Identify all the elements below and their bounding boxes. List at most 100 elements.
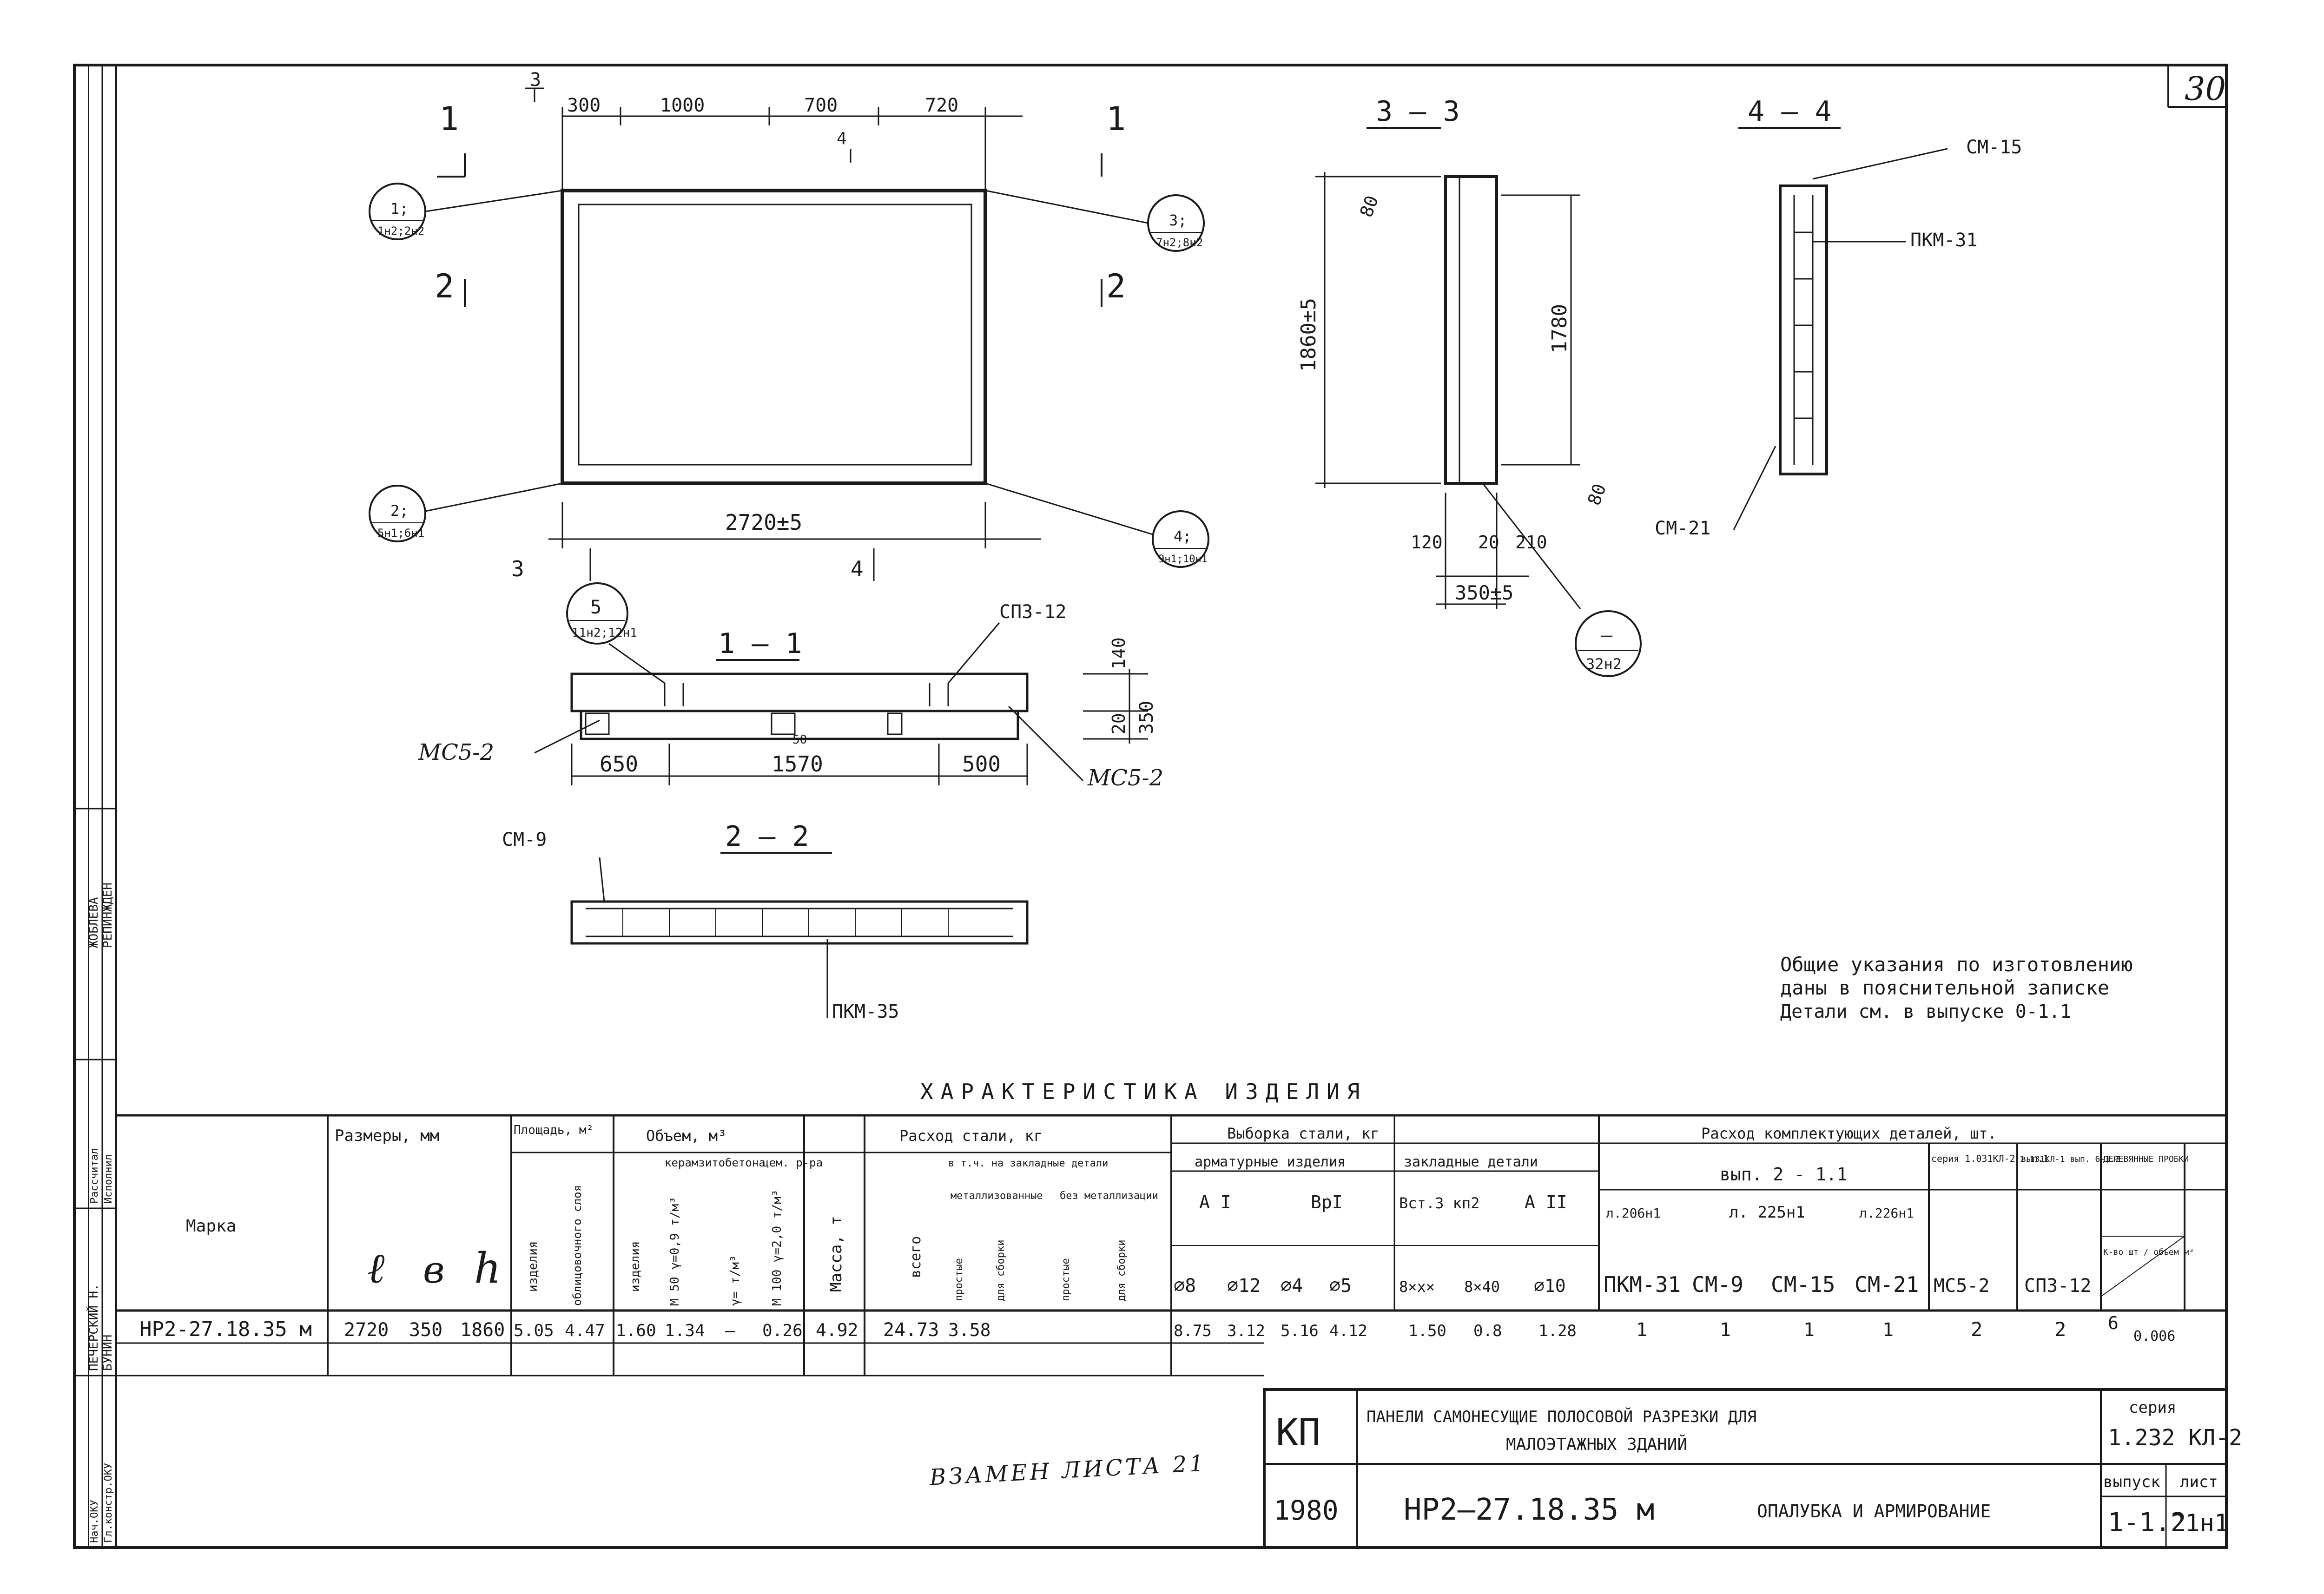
th-reinf: арматурные изделия <box>1195 1154 1346 1170</box>
th-cement: цем. р-ра <box>762 1156 823 1169</box>
row-part-pkm31: 1 <box>1636 1319 1647 1341</box>
th-grade-a1: А I <box>1199 1192 1231 1212</box>
row-vol-item: 1.60 <box>616 1321 656 1340</box>
section-3-3-width: 350±5 <box>1455 581 1513 604</box>
section-4-4-title: 4 — 4 <box>1748 95 1832 128</box>
th-diam-d12: ⌀12 <box>1227 1275 1261 1297</box>
row-part-mc52: 2 <box>1971 1318 1982 1341</box>
plan-view <box>369 87 1209 581</box>
section-1-1-dim-140: 140 <box>1109 637 1129 669</box>
th-b: в <box>423 1248 445 1291</box>
tb-subtitle: ОПАЛУБКА И АРМИРОВАНИЕ <box>1757 1501 1991 1522</box>
tb-kp: КП <box>1276 1411 1320 1454</box>
th-issue: вып. 2 - 1.1 <box>1720 1164 1848 1185</box>
side-stamp <box>74 808 116 1377</box>
row-emb3: 1.28 <box>1538 1322 1577 1340</box>
th-grade-bp1: ВрI <box>1311 1192 1343 1212</box>
title-block-grid <box>1263 1388 2228 1549</box>
section-3-3-bottom-dim: 80 <box>1584 481 1610 508</box>
characteristics-title: ХАРАКТЕРИСТИКА ИЗДЕЛИЯ <box>920 1079 1367 1104</box>
th-mark: Марка <box>186 1217 236 1236</box>
section-2-2-label-cm9: СМ-9 <box>502 829 547 850</box>
tb-year: 1980 <box>1274 1495 1339 1526</box>
th-diam-d4: ⌀4 <box>1281 1275 1303 1297</box>
th-steel-sub-4: для сборки <box>1116 1240 1128 1301</box>
th-area-item: изделия <box>526 1241 540 1292</box>
th-grade-vst: Вст.3 кп2 <box>1399 1194 1479 1212</box>
callout-3-text: 7н2;8н2 <box>1156 236 1203 249</box>
row-vol-cer: 1.34 <box>665 1321 705 1340</box>
th-l226: л.226н1 <box>1859 1205 1914 1221</box>
row-area-facing: 4.47 <box>565 1321 605 1340</box>
section-1-1-dim-50: 50 <box>792 733 807 747</box>
row-h: 1860 <box>460 1319 505 1341</box>
section-3-3-dim-20: 20 <box>1478 532 1499 553</box>
row-emb1: 1.50 <box>1408 1322 1446 1340</box>
row-part-spz12: 2 <box>2054 1318 2066 1341</box>
plan-mark-4-bottom: 4 <box>851 556 864 581</box>
section-2-2-label-pkm35: ПКМ-35 <box>832 1001 899 1022</box>
plan-mark-3-top: 3 <box>530 69 541 91</box>
section-mark-1-left: 1 <box>439 100 459 138</box>
row-area-item: 5.05 <box>514 1321 554 1340</box>
section-3-3-top-dim: 80 <box>1356 193 1382 220</box>
section-mark-2-right: 2 <box>1106 267 1126 305</box>
th-diam-d8: ⌀8 <box>1174 1275 1196 1297</box>
row-part-cm9: 1 <box>1720 1319 1731 1341</box>
th-diam-d5: ⌀5 <box>1329 1275 1352 1297</box>
stamp-name-1: ПЕЧЕРСКИЙ Н. <box>86 1284 101 1371</box>
section-1-1-dim-500: 500 <box>962 751 1001 777</box>
section-1-1-dim-650: 650 <box>600 751 638 777</box>
stamp-name-3: ЖОБЛЕВА <box>87 897 101 948</box>
th-ceramzite: керамзитобетона <box>665 1156 766 1169</box>
characteristics-table-grid <box>116 1114 2226 1377</box>
callout-2-text: 5н1;6н1 <box>377 527 424 540</box>
row-vol-cement: 0.26 <box>762 1321 803 1340</box>
th-steel: Расход стали, кг <box>899 1127 1043 1145</box>
sheet-frame <box>73 64 2228 1549</box>
th-part-pkm31: ПКМ-31 <box>1604 1272 1681 1297</box>
th-volume: Объем, м³ <box>646 1127 726 1145</box>
tb-mark: НР2—27.18.35 м <box>1404 1493 1654 1527</box>
row-plugs-vol: 0.006 <box>2133 1328 2175 1344</box>
section-3-3-callout-text: 32н2 <box>1586 655 1622 673</box>
th-plugs: ДЕРЕВЯННЫЕ ПРОБКИ <box>2103 1154 2189 1164</box>
tb-sheet-label: лист <box>2180 1473 2218 1491</box>
section-2-2-title: 2 — 2 <box>725 820 809 853</box>
th-l: ℓ <box>367 1244 385 1293</box>
th-steel-sel: Выборка стали, кг <box>1227 1125 1380 1142</box>
th-grade-a2: А II <box>1525 1192 1567 1212</box>
section-3-3-height: 1860±5 <box>1297 298 1320 372</box>
section-3-3-dim-210: 210 <box>1515 532 1547 553</box>
plan-dim-300: 300 <box>567 95 601 116</box>
note-line-3: Детали см. в выпуске 0-1.1 <box>1780 1001 2071 1022</box>
row-d5: 4.12 <box>1329 1322 1367 1340</box>
section-1-1-callout-text: 11н2;12н1 <box>572 626 637 640</box>
section-1-1-label-mc5-right: МС5-2 <box>1087 765 1163 791</box>
th-steel-total: всего <box>908 1236 924 1278</box>
callout-3-num: 3; <box>1169 211 1187 229</box>
row-plugs-qty: 6 <box>2108 1313 2119 1333</box>
th-diam-emb2: 8×40 <box>1464 1278 1500 1296</box>
section-1-1-dim-1570: 1570 <box>772 751 823 777</box>
th-part-cm15: СМ-15 <box>1771 1272 1835 1297</box>
general-notes: Общие указания по изготовлению даны в по… <box>1780 953 2133 1022</box>
th-diam-emb3: ⌀10 <box>1534 1276 1566 1296</box>
section-1-1-callout-num: 5 <box>590 597 601 618</box>
plan-mark-3-bottom: 3 <box>511 556 524 581</box>
row-b: 350 <box>409 1319 442 1341</box>
row-mark: НР2-27.18.35 м <box>139 1317 312 1341</box>
th-steel-sub-3: простые <box>1060 1258 1072 1301</box>
th-embedded: закладные детали <box>1404 1154 1538 1170</box>
tb-sheet-value: 21н1 <box>2171 1509 2229 1537</box>
tb-issue-value: 1-1.2 <box>2108 1508 2186 1538</box>
stamp-name-2: БУНИН <box>101 1335 115 1371</box>
tb-series-label: серия <box>2129 1398 2176 1417</box>
row-steel-met: 3.58 <box>948 1320 991 1340</box>
section-3-3-dim-120: 120 <box>1411 532 1443 553</box>
th-diam-emb1: 8×х× <box>1399 1278 1435 1296</box>
th-cer-a: М 50 γ=0,9 т/м³ <box>668 1197 682 1306</box>
callout-2-num: 2; <box>390 502 409 520</box>
th-steel-sub-2: для сборки <box>995 1240 1007 1301</box>
row-mass: 4.92 <box>816 1320 858 1340</box>
